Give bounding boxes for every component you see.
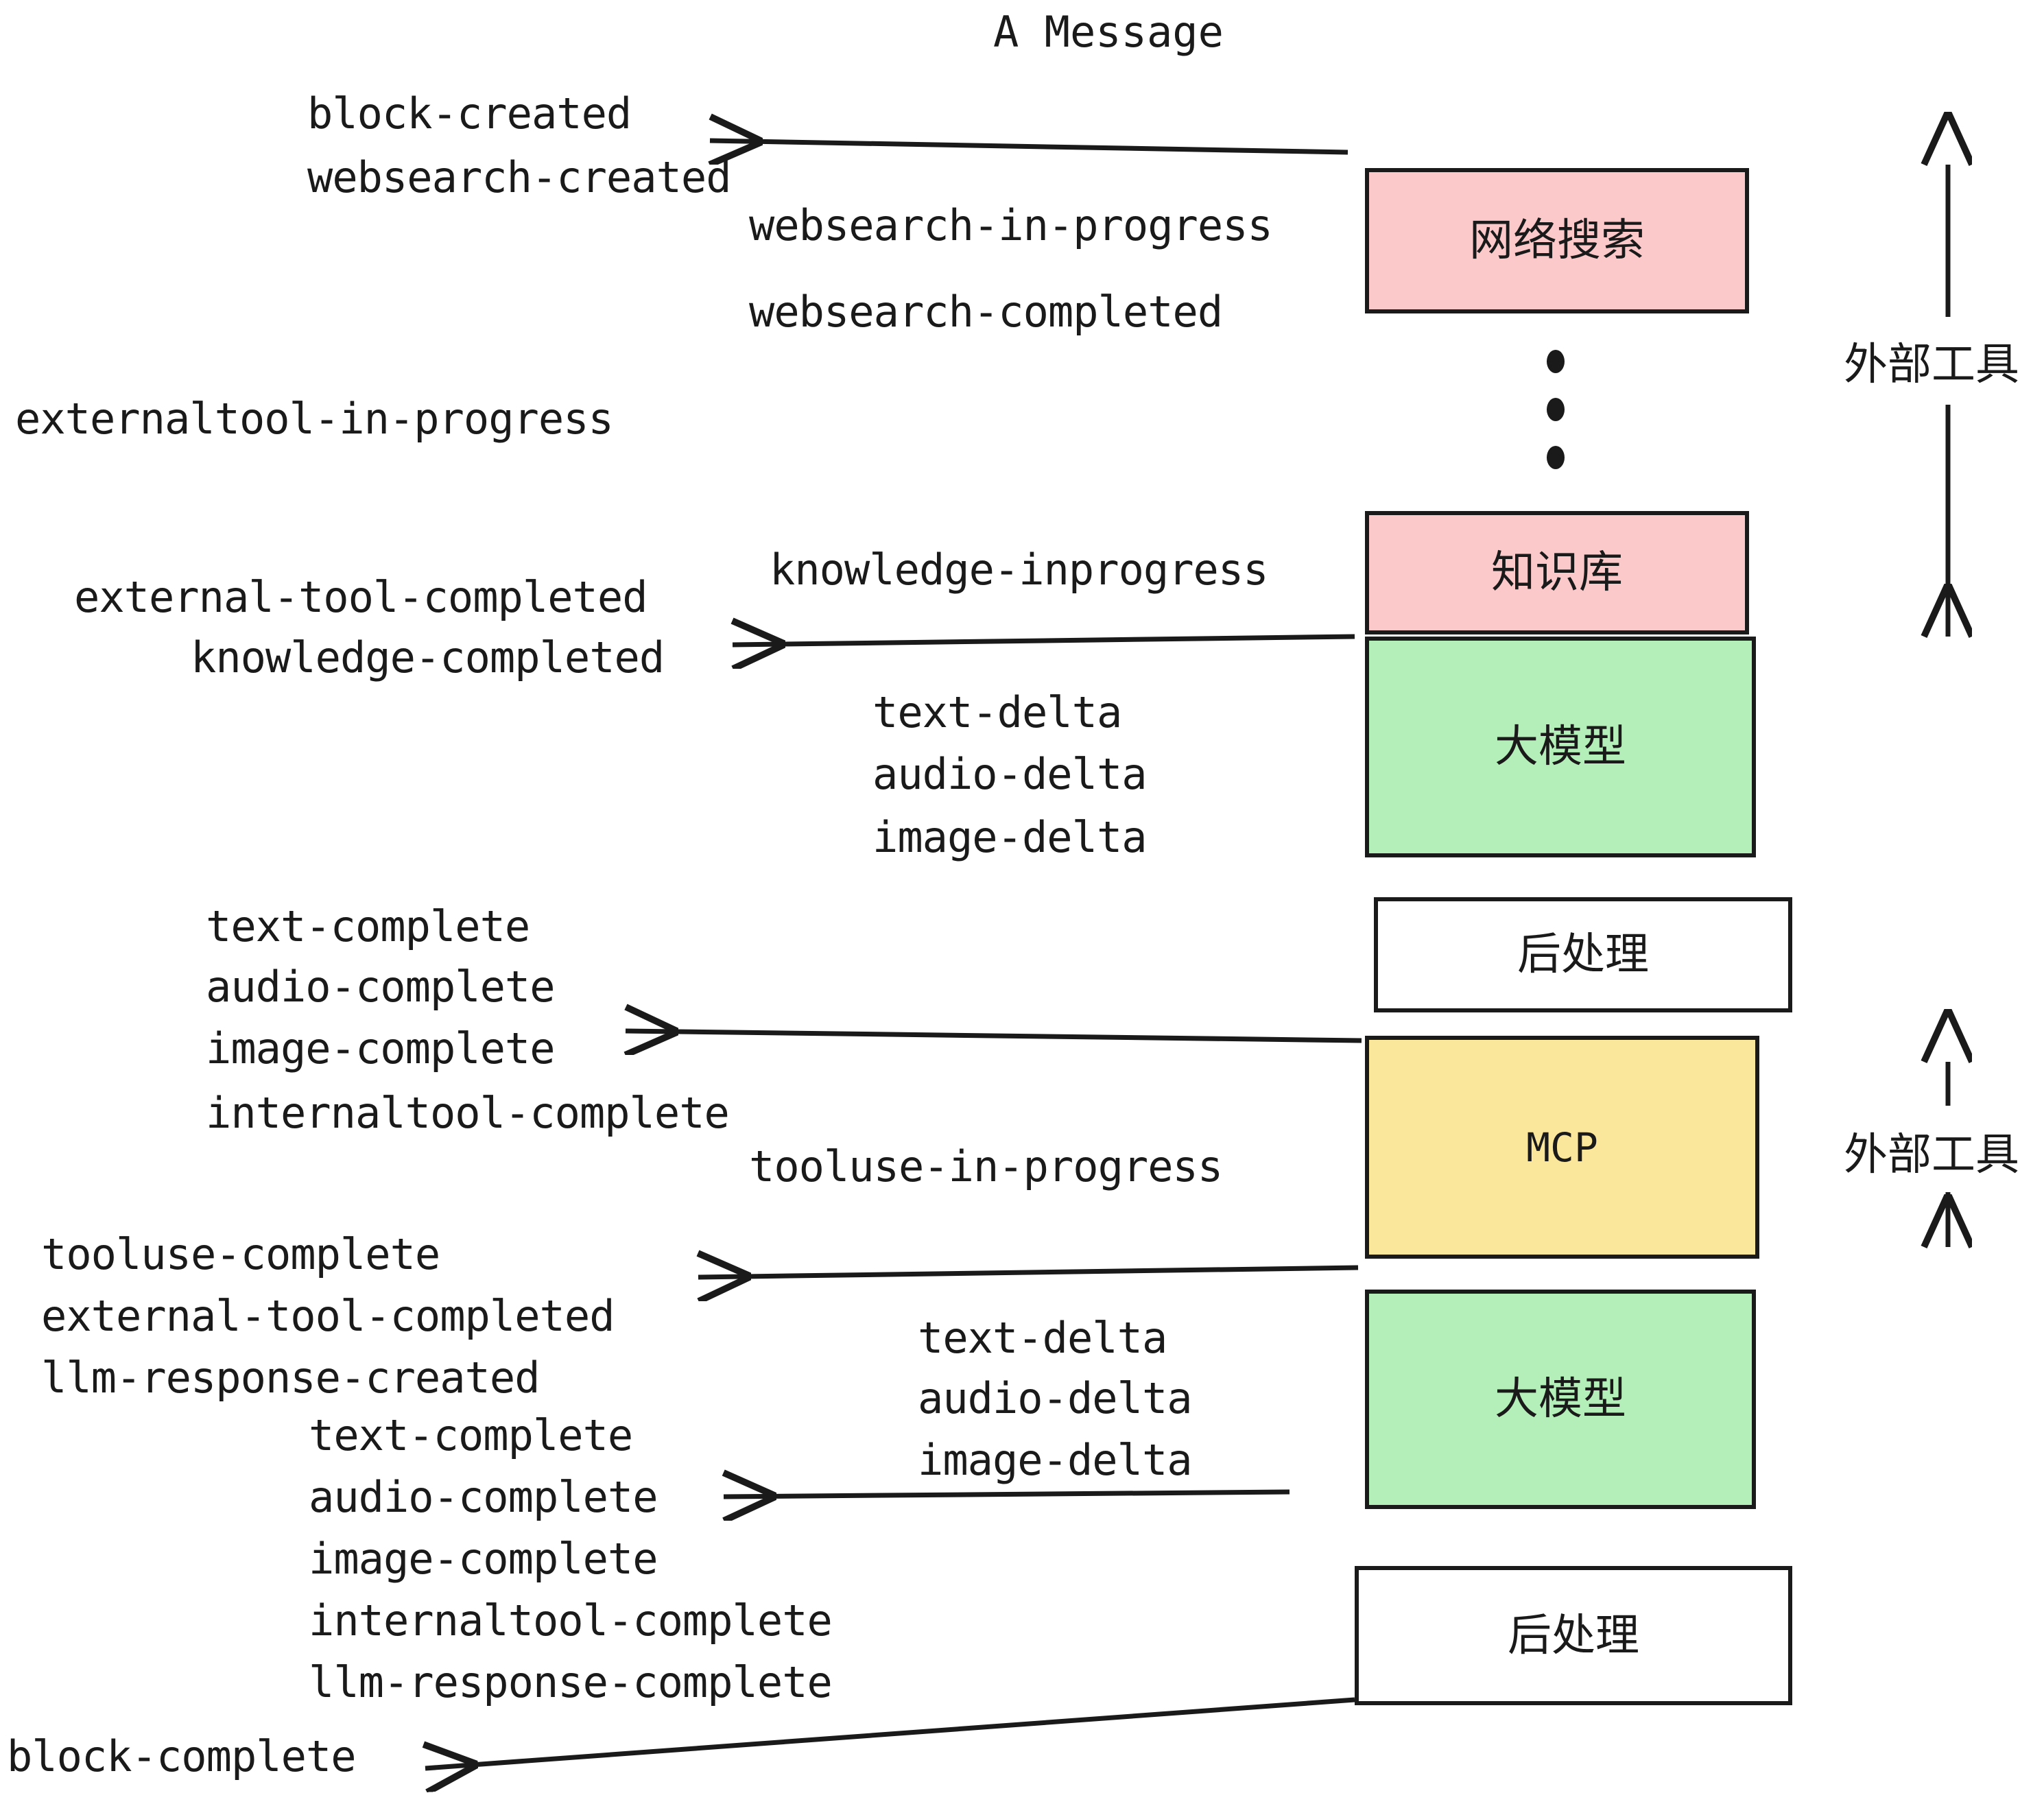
arrow-websearch-created — [710, 141, 1348, 152]
event-external-tool-completed-2: external-tool-completed — [41, 1291, 615, 1341]
event-tooluse-in-progress: tooluse-in-progress — [749, 1141, 1223, 1191]
arrow-block-complete — [425, 1697, 1355, 1768]
event-block-complete: block-complete — [7, 1731, 357, 1781]
ellipsis-dot-3 — [1547, 446, 1565, 469]
arrow-knowledge-completed — [733, 637, 1355, 645]
event-text-complete: text-complete — [206, 901, 530, 951]
side-label-external-tool-bottom: 外部工具 — [1844, 1130, 2019, 1180]
box-knowledgebase-label: 知识库 — [1491, 547, 1623, 598]
event-text-delta: text-delta — [872, 687, 1122, 737]
box-postprocess-2[interactable]: 后处理 — [1355, 1566, 1792, 1705]
box-postprocess-1-label: 后处理 — [1517, 929, 1649, 980]
event-external-tool-completed: external-tool-completed — [74, 572, 648, 622]
event-audio-complete: audio-complete — [206, 962, 556, 1012]
event-text-complete-2: text-complete — [309, 1410, 633, 1460]
ellipsis-dot-1 — [1547, 350, 1565, 373]
event-externaltool-in-progress: externaltool-in-progress — [15, 394, 614, 444]
event-block-created: block-created — [307, 88, 632, 139]
event-llm-response-complete: llm-response-complete — [309, 1657, 833, 1707]
ellipsis-dot-2 — [1547, 398, 1565, 421]
box-websearch-label: 网络搜索 — [1469, 215, 1645, 266]
box-llm-2[interactable]: 大模型 — [1365, 1290, 1756, 1509]
box-llm-2-label: 大模型 — [1495, 1374, 1626, 1425]
box-llm-1[interactable]: 大模型 — [1365, 637, 1756, 857]
event-image-delta: image-delta — [872, 812, 1148, 862]
event-tooluse-complete: tooluse-complete — [41, 1229, 440, 1279]
box-postprocess-1[interactable]: 后处理 — [1374, 897, 1792, 1012]
event-audio-delta-2: audio-delta — [918, 1373, 1193, 1423]
event-websearch-completed: websearch-completed — [749, 287, 1223, 337]
event-audio-complete-2: audio-complete — [309, 1472, 658, 1522]
box-llm-1-label: 大模型 — [1495, 722, 1626, 772]
arrow-tooluse-complete — [698, 1268, 1359, 1277]
event-knowledge-inprogress: knowledge-inprogress — [770, 545, 1269, 595]
event-image-complete: image-complete — [206, 1023, 556, 1073]
event-websearch-created: websearch-created — [307, 152, 732, 202]
box-mcp[interactable]: MCP — [1365, 1036, 1759, 1259]
diagram-title: A Message — [993, 7, 1224, 57]
event-internaltool-complete: internaltool-complete — [206, 1088, 730, 1138]
side-label-external-tool-top: 外部工具 — [1844, 340, 2019, 390]
event-internaltool-complete-2: internaltool-complete — [309, 1595, 833, 1646]
box-mcp-label: MCP — [1526, 1124, 1598, 1171]
event-image-complete-2: image-complete — [309, 1534, 658, 1584]
arrow-image-complete — [626, 1031, 1362, 1041]
box-websearch[interactable]: 网络搜索 — [1365, 168, 1749, 313]
event-llm-response-created: llm-response-created — [41, 1353, 540, 1403]
event-knowledge-completed: knowledge-completed — [191, 632, 665, 683]
box-knowledgebase[interactable]: 知识库 — [1365, 511, 1749, 634]
arrow-audio-complete — [724, 1492, 1290, 1497]
event-websearch-in-progress: websearch-in-progress — [749, 200, 1273, 250]
event-image-delta-2: image-delta — [918, 1435, 1193, 1485]
box-postprocess-2-label: 后处理 — [1508, 1610, 1639, 1661]
event-audio-delta: audio-delta — [872, 749, 1148, 799]
event-text-delta-2: text-delta — [918, 1313, 1167, 1363]
